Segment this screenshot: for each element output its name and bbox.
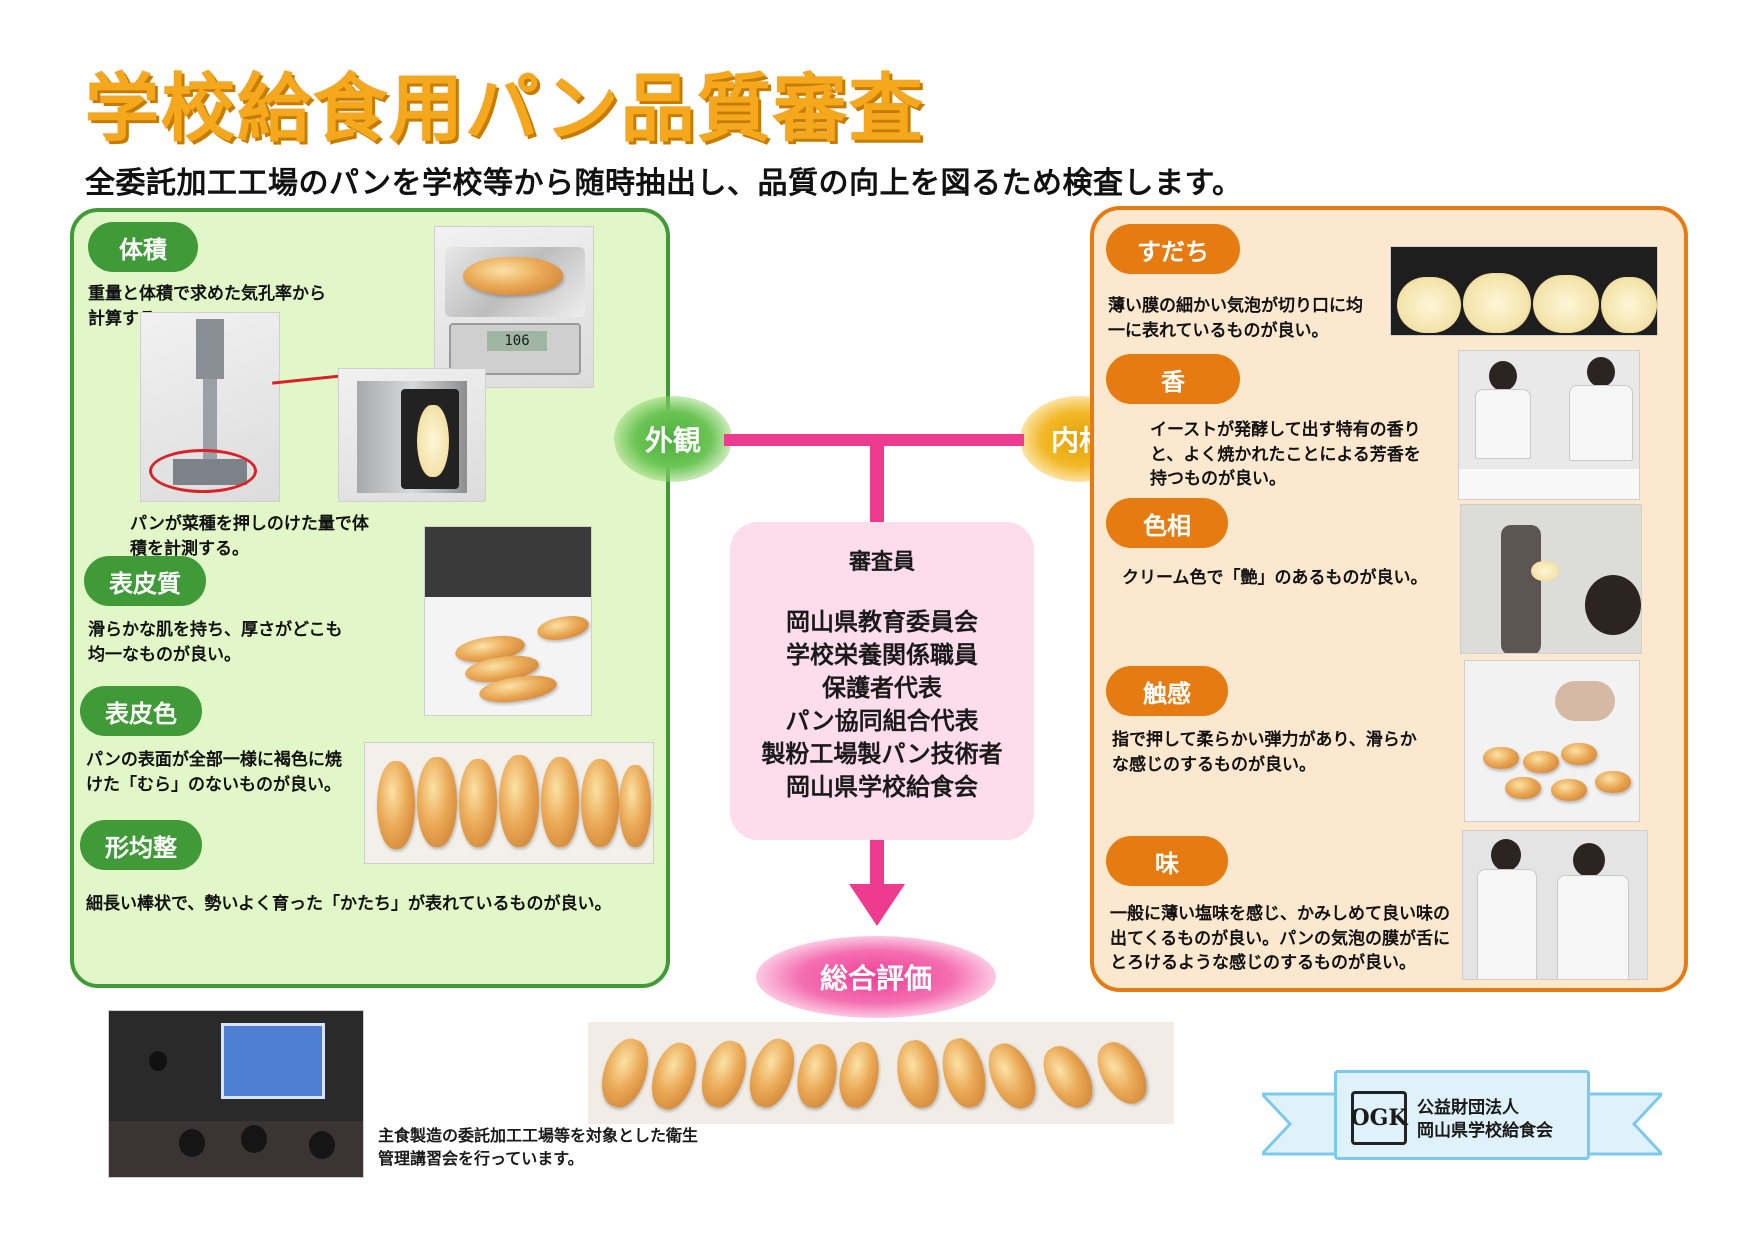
heading-crumb-structure: すだち (1106, 224, 1240, 274)
aroma-text: イーストが発酵して出す特有の香りと、よく焼かれたことによる芳香を持つものが良い。 (1150, 420, 1421, 490)
organization-name: 公益財団法人 岡山県学校給食会 (1417, 1097, 1553, 1143)
ribbon-tails (1262, 1092, 1662, 1156)
heading-crust-quality: 表皮質 (84, 556, 206, 606)
volume-device-photo (140, 312, 280, 502)
aroma-judges-photo (1458, 350, 1640, 500)
page-subtitle: 全委託加工工場のパンを学校等から随時抽出し、品質の向上を図るため検査します。 (85, 166, 1243, 201)
heading-texture: 触感 (1106, 666, 1228, 716)
heading-shape: 形均整 (80, 820, 202, 870)
heading-crust-color: 表皮色 (80, 686, 202, 736)
taste-text: 一般に薄い塩味を感じ、かみしめて良い味の出てくるものが良い。パンの気泡の膜が舌に… (1110, 904, 1450, 974)
crust-color-photo (364, 742, 654, 864)
seminar-note: 主食製造の委託加工工場等を対象とした衛生管理講習会を行っています。 (378, 1126, 699, 1169)
texture-check-photo (1464, 660, 1640, 822)
scale-photo: 106 (434, 226, 594, 388)
heading-aroma: 香 (1106, 354, 1240, 404)
scale-display: 106 (487, 331, 547, 351)
volume-caption: パンが菜種を押しのけた量で体積を計測する。 (130, 514, 369, 559)
organization-title: 岡山県学校給食会 (1417, 1120, 1553, 1141)
judge-member: 保護者代表 (822, 674, 942, 702)
volume-box-photo (338, 368, 486, 502)
organization-logo: OGK (1350, 1091, 1408, 1145)
judge-member: 岡山県学校給食会 (786, 773, 978, 801)
exterior-label: 外観 (614, 396, 732, 482)
judge-member: 岡山県教育委員会 (786, 608, 978, 636)
page-title: 学校給食用パン品質審査 (85, 66, 925, 152)
texture-text: 指で押して柔らかい弾力があり、滑らかな感じのするものが良い。 (1112, 730, 1417, 775)
hue-check-photo (1460, 504, 1642, 654)
highlight-circle (149, 449, 257, 493)
heading-volume: 体積 (88, 222, 198, 272)
taste-judges-photo (1462, 830, 1648, 980)
heading-taste: 味 (1106, 836, 1228, 886)
flow-vertical-bar-bottom (870, 840, 884, 890)
interior-panel: すだち 薄い膜の細かい気泡が切り口に均一に表れているものが良い。 香 イーストが… (1090, 206, 1688, 992)
organization-type: 公益財団法人 (1417, 1098, 1519, 1118)
crust-quality-text: 滑らかな肌を持ち、厚さがどこも均一なものが良い。 (88, 620, 343, 665)
judge-member: パン協同組合代表 (785, 707, 979, 735)
judges-title: 審査員 (848, 550, 915, 575)
judges-list: 岡山県教育委員会 学校栄養関係職員 保護者代表 パン協同組合代表 製粉工場製パン… (730, 606, 1034, 804)
crust-touch-photo (424, 526, 592, 716)
seminar-photo (108, 1010, 364, 1178)
heading-hue: 色相 (1106, 498, 1228, 548)
connector-line (272, 374, 342, 385)
crumb-structure-text: 薄い膜の細かい気泡が切り口に均一に表れているものが良い。 (1108, 296, 1363, 341)
judges-box: 審査員 岡山県教育委員会 学校栄養関係職員 保護者代表 パン協同組合代表 製粉工… (730, 522, 1034, 840)
shape-text: 細長い棒状で、勢いよく育った「かたち」が表れているものが良い。 (86, 894, 612, 914)
crust-color-text: パンの表面が全部一様に褐色に焼けた「むら」のないものが良い。 (86, 750, 342, 795)
judge-member: 製粉工場製パン技術者 (761, 740, 1003, 768)
arrow-down-icon (849, 884, 905, 926)
exterior-panel: 体積 重量と体積で求めた気孔率から計算する。 106 パンが菜種を押しのけた量で… (70, 208, 670, 988)
overall-evaluation-label: 総合評価 (756, 936, 996, 1018)
judge-member: 学校栄養関係職員 (786, 641, 978, 669)
organization-ribbon: OGK 公益財団法人 岡山県学校給食会 (1262, 1070, 1662, 1170)
organization-box: OGK 公益財団法人 岡山県学校給食会 (1334, 1070, 1590, 1160)
crumb-cross-section-photo (1390, 246, 1658, 336)
hue-text: クリーム色で「艶」のあるものが良い。 (1122, 568, 1428, 588)
flow-vertical-bar-top (870, 434, 884, 524)
bread-lineup-photo (588, 1022, 1174, 1124)
